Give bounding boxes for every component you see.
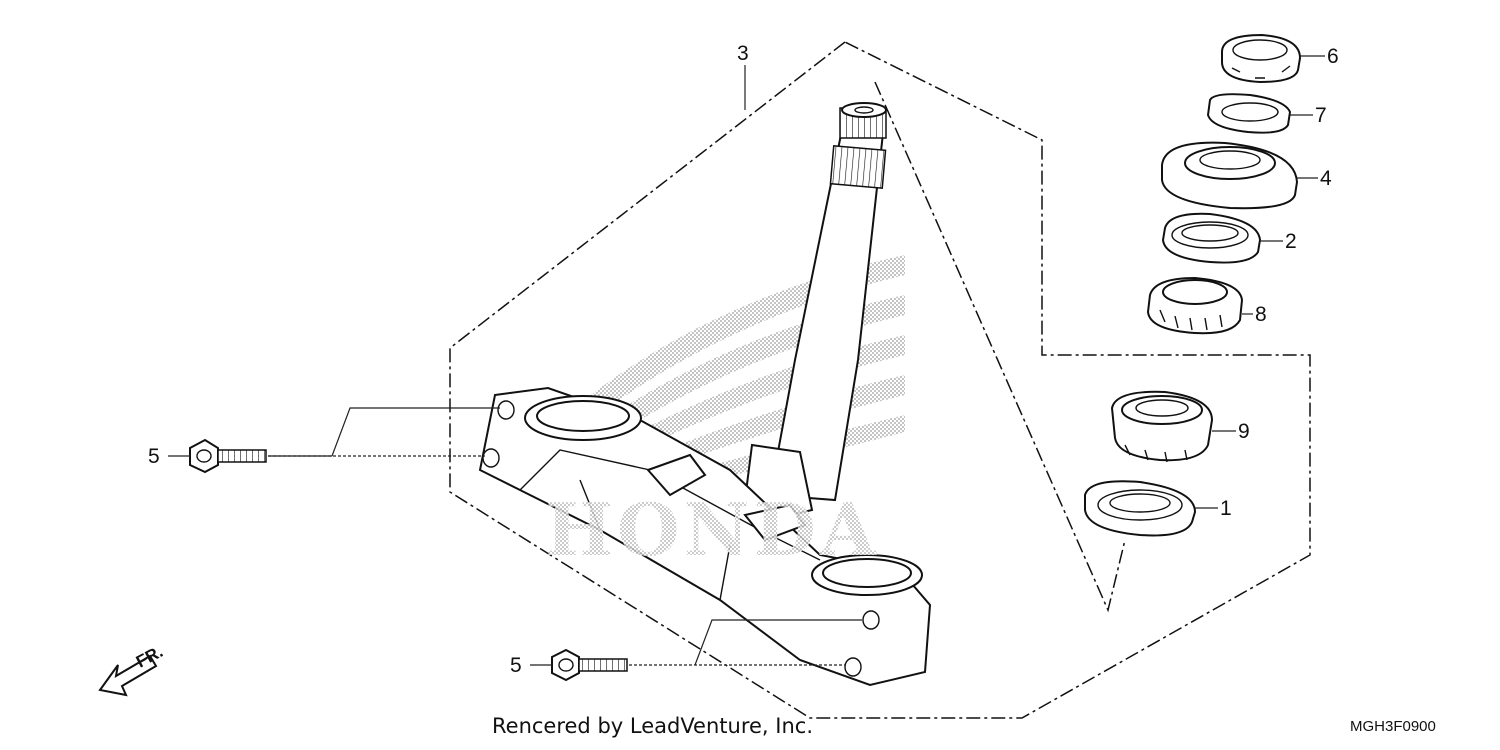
bolt-lower [551,648,845,682]
front-arrow-icon [98,654,158,697]
bolt-leader-lines [168,407,862,666]
steering-stem [743,102,887,522]
lower-bearing [1110,390,1214,463]
callout-4: 4 [1320,167,1332,190]
lock-washer [1206,93,1292,134]
watermark-text: HONDA [545,487,880,572]
adjusting-nut [1161,141,1299,210]
callout-5-upper: 5 [148,445,160,468]
dust-seal [1161,212,1262,264]
callout-2: 2 [1285,230,1297,253]
assembly-outline [449,41,1311,719]
callout-8: 8 [1255,303,1267,326]
lower-bracket [478,386,932,687]
callout-leaders [744,55,1325,509]
callout-labels: 3 6 7 4 2 8 9 1 5 5 [148,42,1339,677]
callout-5-lower: 5 [510,654,522,677]
lock-nut [1221,33,1302,84]
callout-6: 6 [1327,45,1339,68]
front-direction-indicator: FR. [98,642,166,697]
callout-7: 7 [1315,104,1327,127]
diagram-code: MGH3F0900 [1350,718,1436,735]
credit-text: Rencered by LeadVenture, Inc. [492,714,813,738]
callout-9: 9 [1238,420,1250,443]
callout-1: 1 [1220,497,1232,520]
upper-bearing [1146,276,1244,335]
lower-dust-seal [1084,480,1197,537]
honda-text-watermark: HONDA [545,487,880,572]
bolt-upper [189,438,485,474]
callout-3: 3 [737,42,749,65]
